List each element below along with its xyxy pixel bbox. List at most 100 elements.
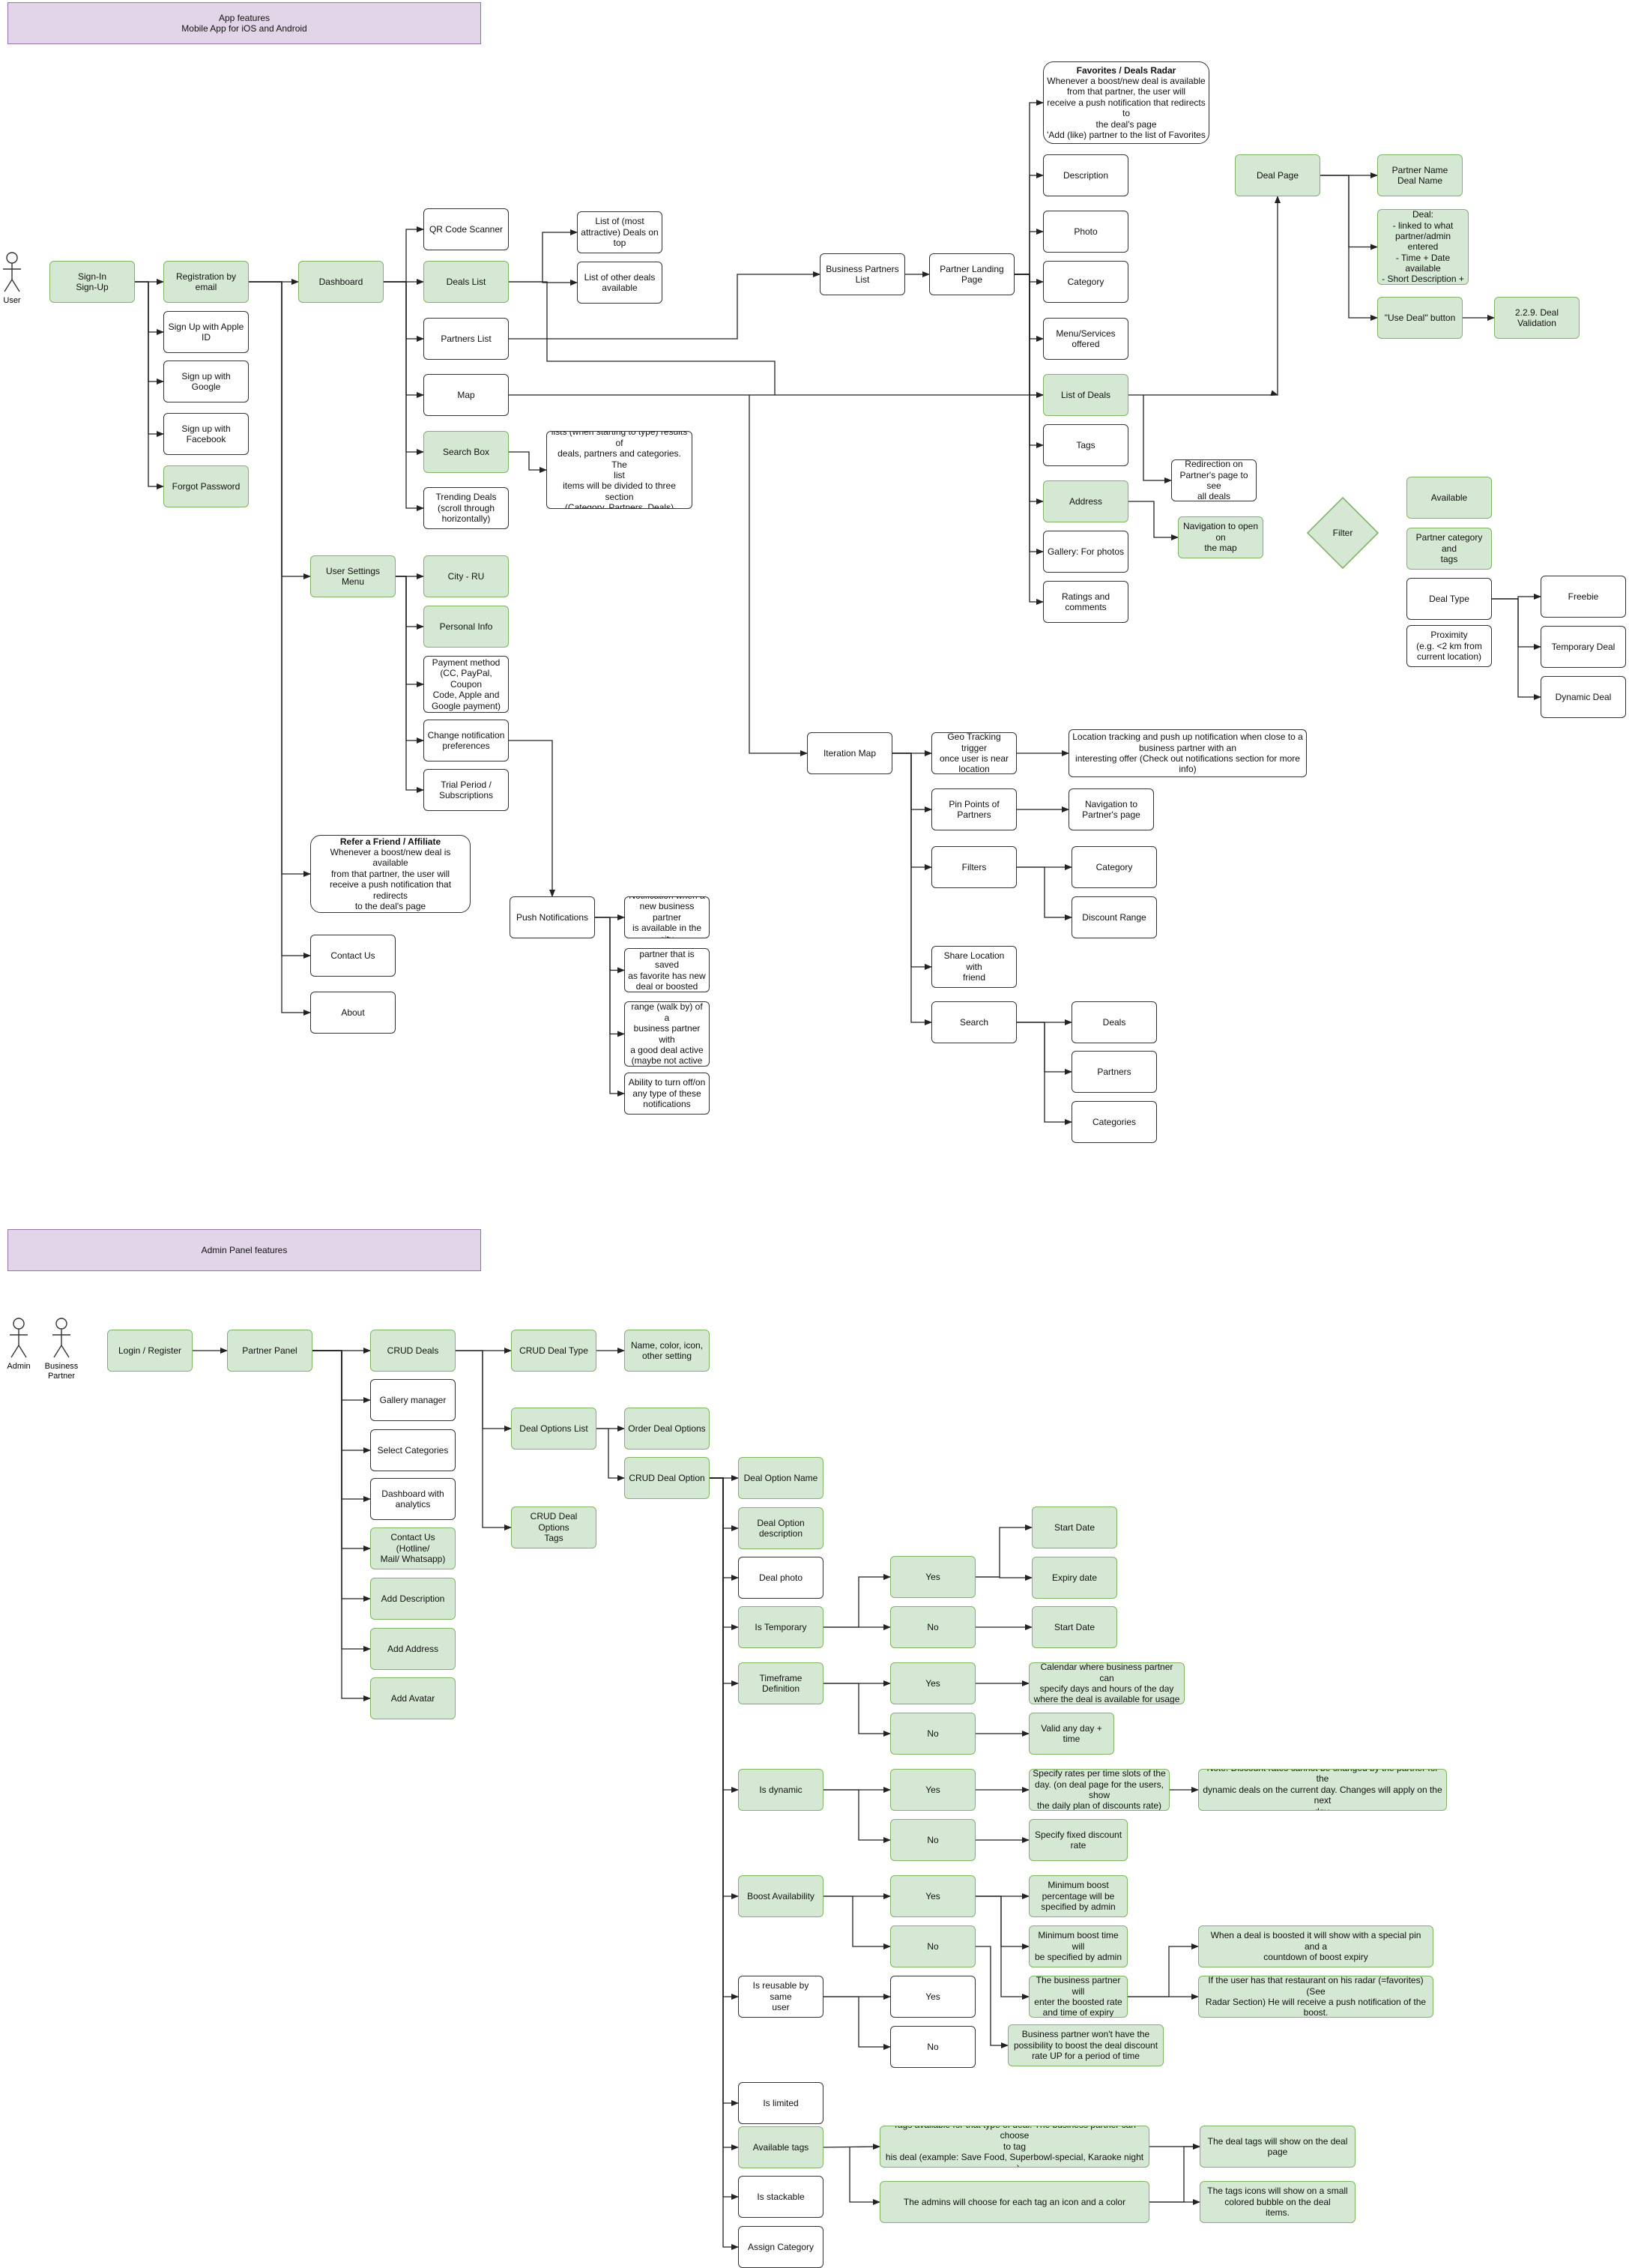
dynamic-yes-node[interactable]: Yes [890,1769,976,1811]
boost-yes-node[interactable]: Yes [890,1875,976,1917]
payment-method-node[interactable]: Payment method (CC, PayPal, Coupon Code,… [423,656,509,713]
order-deal-options-node[interactable]: Order Deal Options [624,1408,710,1450]
boost-availability-node[interactable]: Boost Availability [738,1875,823,1917]
deal-type-filter-node[interactable]: Deal Type [1406,578,1492,620]
start-date-node[interactable]: Start Date [1032,1507,1117,1548]
most-attractive-deals-node[interactable]: List of (most attractive) Deals on top [577,211,662,253]
admins-choose-icon-node[interactable]: The admins will choose for each tag an i… [880,2181,1149,2223]
description-node[interactable]: Description [1043,154,1128,196]
redirection-partner-page-node[interactable]: Redirection on Partner's page to see all… [1171,459,1257,501]
menu-services-node[interactable]: Menu/Services offered [1043,318,1128,360]
filters-category-node[interactable]: Category [1072,846,1157,888]
trial-period-node[interactable]: Trial Period / Subscriptions [423,769,509,811]
assign-category-node[interactable]: Assign Category [738,2226,823,2268]
deal-options-list-node[interactable]: Deal Options List [511,1408,596,1450]
deal-option-name-node[interactable]: Deal Option Name [738,1457,823,1499]
refer-friend-affiliate-node[interactable]: Refer a Friend / Affiliate Whenever a bo… [310,835,471,913]
deals-list-node[interactable]: Deals List [423,261,509,303]
is-temporary-no-node[interactable]: No [890,1606,976,1648]
navigation-open-map-node[interactable]: Navigation to open on the map [1178,516,1263,558]
change-notification-preferences-node[interactable]: Change notification preferences [423,720,509,761]
no-start-date-node[interactable]: Start Date [1032,1606,1117,1648]
add-description-node[interactable]: Add Description [370,1578,456,1620]
select-categories-node[interactable]: Select Categories [370,1429,456,1471]
valid-any-day-node[interactable]: Valid any day + time [1029,1713,1114,1755]
user-settings-menu-node[interactable]: User Settings Menu [310,555,396,597]
tags-node[interactable]: Tags [1043,424,1128,466]
trending-deals-node[interactable]: Trending Deals (scroll through horizonta… [423,487,509,529]
deal-page-node[interactable]: Deal Page [1235,154,1320,196]
crud-deal-option-node[interactable]: CRUD Deal Option [624,1457,710,1499]
navigation-partner-page-node[interactable]: Navigation to Partner's page [1069,788,1154,830]
personal-info-node[interactable]: Personal Info [423,606,509,648]
address-node[interactable]: Address [1043,480,1128,522]
deal-validation-node[interactable]: 2.2.9. Deal Validation [1494,297,1580,339]
dashboard-node[interactable]: Dashboard [298,261,384,303]
partner-category-tags-filter-node[interactable]: Partner category and tags [1406,528,1492,570]
crud-deals-node[interactable]: CRUD Deals [370,1330,456,1372]
deal-photo-node[interactable]: Deal photo [738,1557,823,1599]
boost-special-pin-node[interactable]: When a deal is boosted it will show with… [1198,1925,1433,1967]
use-deal-button-node[interactable]: "Use Deal" button [1377,297,1463,339]
geo-tracking-node[interactable]: Geo Tracking trigger once user is near l… [931,732,1017,774]
signin-signup-node[interactable]: Sign-In Sign-Up [49,261,135,303]
timeframe-yes-node[interactable]: Yes [890,1662,976,1704]
specify-rates-node[interactable]: Specify rates per time slots of the day.… [1029,1769,1170,1811]
deal-specifications-node[interactable]: Specifications of Deal: - linked to what… [1377,209,1469,285]
partners-list-node[interactable]: Partners List [423,318,509,360]
partner-landing-page-node[interactable]: Partner Landing Page [929,253,1015,295]
registration-by-email-node[interactable]: Registration by email [163,261,249,303]
tags-show-deal-page-node[interactable]: The deal tags will show on the deal page [1200,2126,1356,2168]
proximity-filter-node[interactable]: Proximity (e.g. <2 km from current locat… [1406,625,1492,667]
map-search-node[interactable]: Search [931,1001,1017,1043]
available-filter-node[interactable]: Available [1406,477,1492,519]
tags-available-note-node[interactable]: Tags available for that type of deal: Th… [880,2126,1149,2168]
freebie-node[interactable]: Freebie [1541,576,1626,618]
gallery-manager-node[interactable]: Gallery manager [370,1379,456,1421]
qr-code-scanner-node[interactable]: QR Code Scanner [423,208,509,250]
dynamic-deal-node[interactable]: Dynamic Deal [1541,676,1626,718]
timeframe-no-node[interactable]: No [890,1713,976,1755]
map-node[interactable]: Map [423,374,509,416]
is-reusable-node[interactable]: Is reusable by same user [738,1976,823,2018]
business-partners-list-node[interactable]: Business Partners List [820,253,905,295]
expiry-date-node[interactable]: Expiry date [1032,1557,1117,1599]
share-location-node[interactable]: Share Location with friend [931,946,1017,988]
radar-push-node[interactable]: If the user has that restaurant on his r… [1198,1976,1433,2018]
notification-toggle-node[interactable]: Ability to turn off/on any type of these… [624,1073,710,1115]
calendar-availability-node[interactable]: Calendar where business partner can spec… [1029,1662,1185,1704]
add-address-node[interactable]: Add Address [370,1628,456,1670]
timeframe-definition-node[interactable]: Timeframe Definition [738,1662,823,1704]
reusable-no-node[interactable]: No [890,2026,976,2068]
other-deals-node[interactable]: List of other deals available [577,262,662,304]
city-ru-node[interactable]: City - RU [423,555,509,597]
filter-decision-diamond[interactable] [1307,497,1379,569]
reusable-yes-node[interactable]: Yes [890,1976,976,2018]
dashboard-analytics-node[interactable]: Dashboard with analytics [370,1478,456,1520]
add-avatar-node[interactable]: Add Avatar [370,1677,456,1719]
sign-up-facebook-node[interactable]: Sign up with Facebook [163,413,249,455]
specify-fixed-discount-node[interactable]: Specify fixed discount rate [1029,1819,1128,1861]
tags-icons-bubble-node[interactable]: The tags icons will show on a small colo… [1200,2181,1356,2223]
filters-node[interactable]: Filters [931,846,1017,888]
crud-deal-type-node[interactable]: CRUD Deal Type [511,1330,596,1372]
search-deals-node[interactable]: Deals [1072,1001,1157,1043]
deal-option-description-node[interactable]: Deal Option description [738,1507,823,1549]
name-color-icon-node[interactable]: Name, color, icon, other setting [624,1330,710,1372]
sign-up-apple-node[interactable]: Sign Up with Apple ID [163,311,249,353]
photo-node[interactable]: Photo [1043,211,1128,253]
iteration-map-node[interactable]: Iteration Map [807,732,892,774]
notification-favorite-deal-node[interactable]: Notification when partner that is saved … [624,948,710,992]
partner-panel-node[interactable]: Partner Panel [227,1330,312,1372]
search-partners-node[interactable]: Partners [1072,1051,1157,1093]
about-node[interactable]: About [310,992,396,1034]
dynamic-no-node[interactable]: No [890,1819,976,1861]
temporary-deal-node[interactable]: Temporary Deal [1541,626,1626,668]
no-boost-possibility-node[interactable]: Business partner won't have the possibil… [1008,2024,1164,2066]
pin-points-partners-node[interactable]: Pin Points of Partners [931,788,1017,830]
search-categories-node[interactable]: Categories [1072,1101,1157,1143]
min-boost-time-node[interactable]: Minimum boost time will be specified by … [1029,1925,1128,1967]
partner-deal-name-node[interactable]: Partner Name Deal Name [1377,154,1463,196]
contact-us-node[interactable]: Contact Us [310,935,396,977]
is-dynamic-node[interactable]: Is dynamic [738,1769,823,1811]
